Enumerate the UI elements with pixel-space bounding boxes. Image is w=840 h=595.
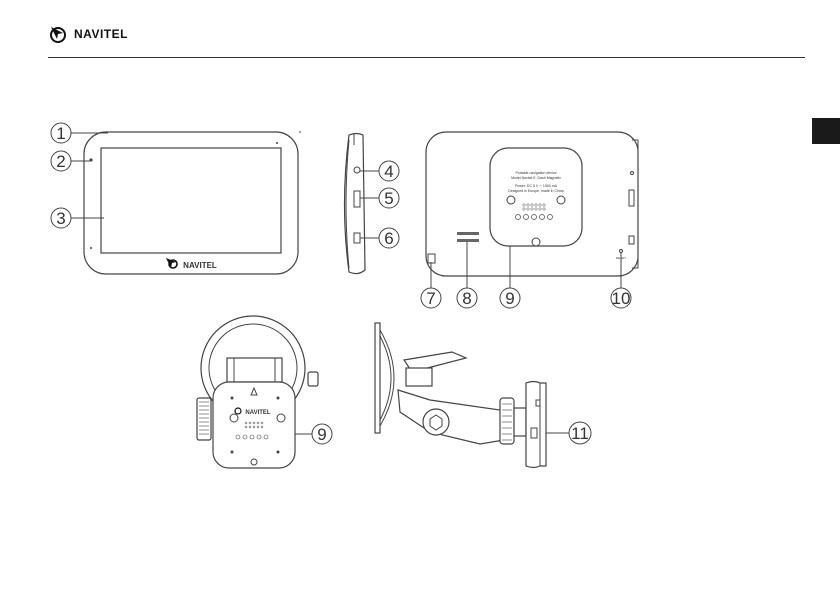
mount-knob <box>196 397 212 441</box>
touch-screen <box>100 147 282 254</box>
mount-plate <box>489 147 583 247</box>
svg-text:8: 8 <box>462 289 471 308</box>
mount-front-view: NAVITEL <box>196 315 319 469</box>
device-back-view: Portable navigation device Model Navitel… <box>425 131 639 277</box>
mount-arm <box>397 389 505 445</box>
navitel-logo: NAVITEL <box>48 24 128 44</box>
svg-text:11: 11 <box>571 424 589 443</box>
back-label-3: Power: DC 5 V ⎓ 1500 mA <box>515 184 558 188</box>
card-slot <box>353 190 361 208</box>
speaker-slot <box>457 232 479 235</box>
earphone-jack <box>353 166 361 174</box>
mount-logo-text: NAVITEL <box>245 410 271 416</box>
header-divider <box>48 57 805 58</box>
light-sensor <box>89 158 93 162</box>
callout-4: 4 <box>360 160 400 182</box>
svg-text:5: 5 <box>384 189 393 208</box>
svg-text:4: 4 <box>384 162 393 181</box>
front-logo: NAVITEL <box>166 258 217 270</box>
callout-10: 10 <box>610 253 632 309</box>
callout-1: 1 <box>50 122 108 144</box>
device-front-view: NAVITEL <box>83 131 301 275</box>
callout-2: 2 <box>50 150 90 172</box>
callout-7: 7 <box>420 262 442 309</box>
back-label-2: Model Navitel E, Dash Magnetic <box>511 176 561 180</box>
back-label-1: Portable navigation device <box>515 171 556 175</box>
svg-text:3: 3 <box>56 209 65 228</box>
mount-logo: NAVITEL <box>234 407 271 416</box>
svg-text:6: 6 <box>384 229 393 248</box>
callout-3: 3 <box>50 207 104 229</box>
adjust-knob <box>499 397 515 445</box>
svg-text:10: 10 <box>612 289 631 308</box>
callout-5: 5 <box>360 187 400 209</box>
reset-button <box>619 249 623 253</box>
svg-text:1: 1 <box>56 124 65 143</box>
cert-marks <box>515 214 553 220</box>
windshield-glass <box>374 322 381 434</box>
device-side-view <box>343 132 366 275</box>
mount-side-view <box>374 322 547 469</box>
section-tab <box>812 118 840 144</box>
svg-text:9: 9 <box>317 425 326 444</box>
back-label-4: Designed in Europe, made in China <box>508 189 563 193</box>
callout-9-back: 9 <box>499 246 521 309</box>
pivot-joint <box>422 408 450 436</box>
callout-8: 8 <box>456 242 478 309</box>
usb-port-mount <box>530 427 538 439</box>
svg-text:9: 9 <box>505 289 514 308</box>
callout-9-mount: 9 <box>295 423 333 445</box>
navitel-logo-icon <box>50 27 66 43</box>
device-side-on-mount <box>525 380 547 469</box>
callout-6: 6 <box>360 227 400 249</box>
magnetic-plate <box>212 381 296 469</box>
front-logo-text: NAVITEL <box>183 261 217 270</box>
brand-name: NAVITEL <box>74 27 128 41</box>
callout-11: 11 <box>546 421 592 445</box>
svg-text:7: 7 <box>426 289 435 308</box>
svg-text:2: 2 <box>56 152 65 171</box>
